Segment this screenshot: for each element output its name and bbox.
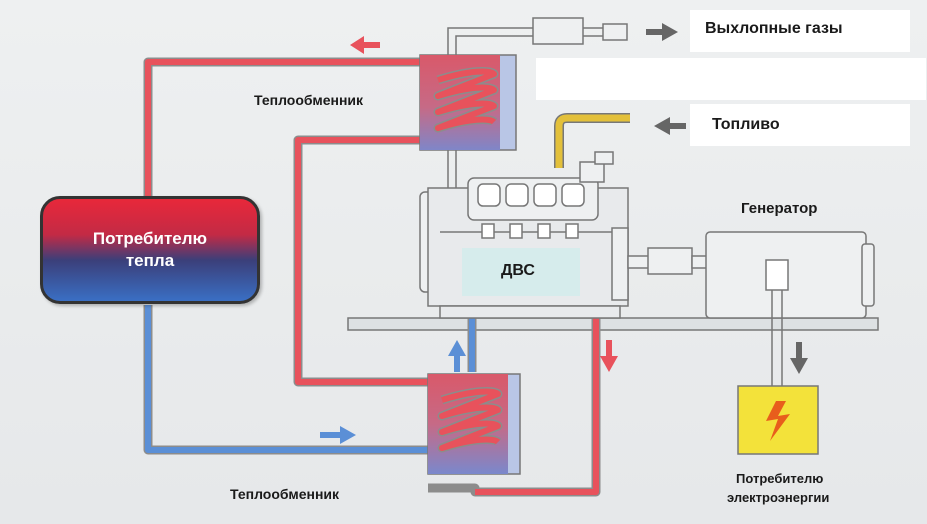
generator-body: [705, 231, 875, 319]
fuel-arrow-icon: [654, 117, 686, 135]
exhaust-pipe: [447, 27, 605, 240]
up-flow-arrow-icon: [448, 340, 466, 372]
lightning-bolt-icon: [766, 401, 790, 441]
engine-generator-coupling: [627, 247, 709, 275]
heat-exchanger-top: [419, 54, 517, 151]
exhaust-label-box: [690, 10, 910, 52]
heat-consumer-label-line2: тепла: [125, 251, 175, 270]
exhaust-arrow-icon: [646, 23, 678, 41]
heat-exchanger-top-label: Теплообменник: [254, 92, 364, 108]
power-consumer-label-line1: Потребителю: [736, 471, 824, 486]
hot-water-lines: [143, 57, 601, 497]
engine-label-panel: [462, 248, 580, 296]
blank-panel: [536, 58, 926, 100]
engine-label: ДВС: [501, 262, 535, 279]
power-arrow-icon: [790, 342, 808, 374]
exhaust-muffler: [532, 17, 584, 45]
fuel-label-box: [690, 104, 910, 146]
heat-consumer-box: Потребителю тепла: [40, 196, 260, 304]
heat-exchanger-bottom: [427, 373, 521, 475]
heat-consumer-label-line1: Потребителю: [92, 229, 208, 248]
cold-flow-arrow-icon: [320, 426, 356, 444]
generator-cable: [771, 290, 783, 388]
down-flow-arrow-icon: [600, 340, 618, 372]
power-consumer-label-line2: электроэнергии: [727, 490, 830, 505]
fuel-pipe: [554, 113, 630, 168]
fuel-label: Топливо: [712, 116, 780, 133]
hot-flow-arrow-icon: [350, 36, 380, 54]
base-rail: [347, 317, 879, 331]
engine-block: [419, 151, 629, 319]
exhaust-label: Выхлопные газы: [705, 20, 843, 37]
exhaust-outlet: [602, 23, 628, 41]
heat-exchanger-bottom-label: Теплообменник: [230, 486, 340, 502]
generator-label: Генератор: [741, 200, 818, 217]
